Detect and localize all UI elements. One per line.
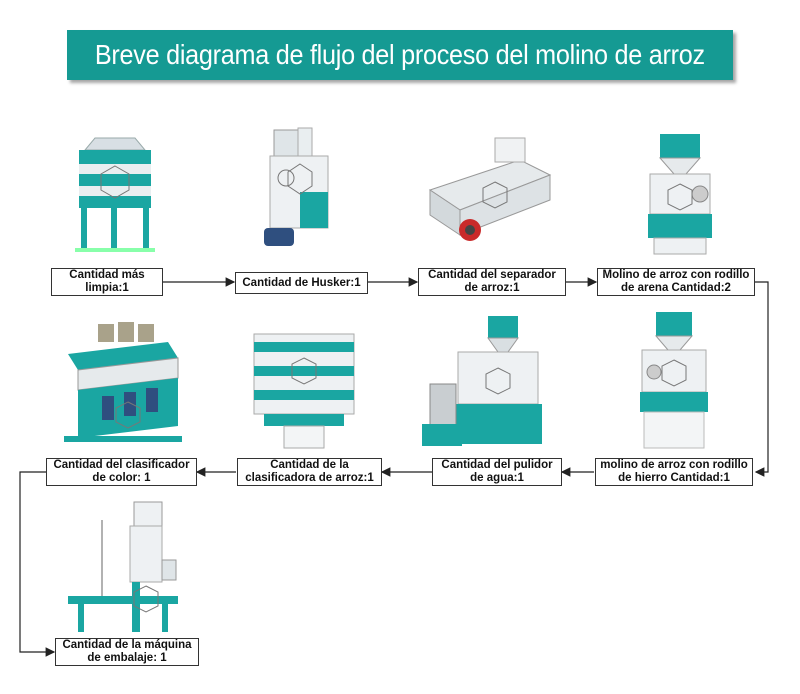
cleaner-machine-icon xyxy=(75,137,155,252)
step-label-cleaner: Cantidad más limpia:1 xyxy=(51,268,163,296)
arrow-4-5 xyxy=(754,281,769,477)
step-label-husker: Cantidad de Husker:1 xyxy=(235,272,368,294)
step-label-paddy-separator: Cantidad del separador de arroz:1 xyxy=(418,268,566,296)
water-polisher-icon xyxy=(422,316,542,446)
arrow-8-9 xyxy=(19,471,56,657)
title-banner: Breve diagrama de flujo del proceso del … xyxy=(67,30,733,80)
emery-roller-mill-icon xyxy=(648,134,712,255)
rice-grader-icon xyxy=(253,333,355,449)
step-label-rice-grader: Cantidad de la clasificadora de arroz:1 xyxy=(237,458,382,486)
step-label-emery-roller-mill: Molino de arroz con rodillo de arena Can… xyxy=(597,268,755,296)
paddy-separator-icon xyxy=(428,137,552,241)
color-sorter-icon xyxy=(64,322,182,442)
step-label-water-polisher: Cantidad del pulidor de agua:1 xyxy=(432,458,562,486)
step-label-iron-roller-mill: molino de arroz con rodillo de hierro Ca… xyxy=(595,458,753,486)
iron-roller-mill-icon xyxy=(640,312,708,449)
diagram-title: Breve diagrama de flujo del proceso del … xyxy=(95,39,705,70)
step-label-packing-machine: Cantidad de la máquina de embalaje: 1 xyxy=(55,638,199,666)
step-label-color-sorter: Cantidad del clasificador de color: 1 xyxy=(46,458,197,486)
packing-machine-icon xyxy=(68,501,178,632)
husker-machine-icon xyxy=(264,127,329,246)
